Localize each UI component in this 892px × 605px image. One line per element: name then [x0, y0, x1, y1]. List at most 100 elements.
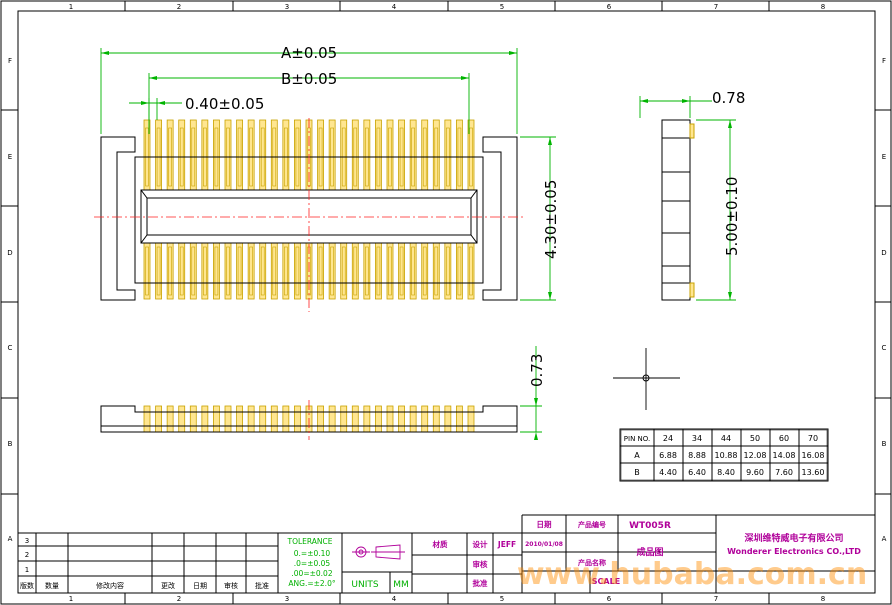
units-value: MM	[393, 580, 409, 590]
pin-dimension-table: PIN NO. 24 34 44 50 60 70 A 6.88 8.88 10…	[619, 428, 829, 482]
contact-pin	[386, 119, 394, 191]
border-top-numbers: 1 2 3 4 5 6 7 8	[69, 3, 825, 11]
contact-pin	[247, 119, 255, 191]
design-label: 设计	[473, 539, 488, 549]
zone-letter: A	[8, 535, 13, 543]
contact-pin	[444, 119, 452, 191]
contact-pin	[398, 242, 405, 300]
contact-pin	[294, 242, 301, 300]
contact-pin-inner	[365, 246, 369, 296]
product-name-value: 成品图	[636, 546, 663, 558]
table-header: 44	[721, 434, 731, 443]
contact-pin	[421, 119, 429, 191]
table-header: 24	[663, 434, 673, 443]
profile-pin	[409, 405, 417, 433]
approve-label: 批准	[473, 578, 488, 588]
contact-pin-inner	[446, 246, 450, 296]
contact-pin	[294, 119, 301, 191]
contact-pin	[224, 119, 232, 191]
table-cell: 8.88	[688, 451, 706, 460]
profile-pin	[351, 405, 359, 433]
zone-number: 4	[392, 595, 397, 603]
contact-pin	[375, 119, 382, 191]
contact-pin	[340, 119, 348, 191]
profile-pin	[224, 405, 232, 433]
title-block: 3 2 1 版数 数量 修改内容 更改 日期 审核 批准 TOLERANCE 0…	[18, 514, 875, 593]
profile-view-connector	[100, 400, 518, 440]
contact-pin-inner	[226, 246, 230, 296]
rev-header: 修改内容	[96, 581, 124, 590]
product-no-value: WT005R	[629, 521, 671, 531]
zone-letter: F	[8, 57, 12, 65]
table-cell: A	[634, 451, 640, 460]
contact-pin	[409, 242, 417, 300]
zone-number: 3	[285, 3, 289, 11]
zone-letter: B	[882, 440, 887, 448]
contact-pin-inner	[179, 246, 184, 296]
contact-pin	[351, 242, 359, 300]
profile-pin	[201, 405, 209, 433]
zone-number: 5	[500, 595, 504, 603]
contact-pin	[386, 242, 394, 300]
contact-pin	[328, 119, 336, 191]
zone-number: 2	[177, 595, 181, 603]
date-value: 2010/01/08	[525, 541, 563, 548]
profile-pin	[178, 405, 186, 433]
profile-pin	[432, 405, 440, 433]
material-label: 材质	[433, 539, 448, 549]
tolerance-line: .0=±0.05	[294, 559, 331, 568]
contact-pin	[178, 119, 186, 191]
contact-pin	[178, 242, 186, 300]
contact-pin	[421, 242, 429, 300]
contact-pin-inner	[353, 246, 358, 296]
dim-side-height-label: 5.00±0.10	[723, 177, 741, 256]
profile-pin	[386, 405, 394, 433]
contact-pin-inner	[341, 246, 346, 296]
profile-pin	[282, 405, 290, 433]
table-header: 34	[692, 434, 702, 443]
contact-pin	[282, 119, 290, 191]
dim-height-label: 4.30±0.05	[542, 180, 560, 259]
zone-letter: D	[7, 249, 12, 257]
product-name-label: 产品名称	[578, 558, 606, 567]
table-header: PIN NO.	[624, 435, 650, 443]
designer-name: JEFF	[497, 540, 516, 549]
dim-side-width-label: 0.78	[712, 89, 745, 107]
contact-pin-inner	[260, 246, 265, 296]
profile-pin	[270, 405, 278, 433]
contact-pin-inner	[156, 246, 161, 296]
contact-pin-inner	[434, 246, 439, 296]
contact-pin-inner	[145, 246, 149, 296]
contact-pin	[201, 242, 209, 300]
table-cell: 6.88	[659, 451, 677, 460]
contact-pin	[363, 242, 371, 300]
profile-pin	[236, 405, 243, 433]
tolerance-title: TOLERANCE	[286, 537, 332, 546]
profile-pin	[340, 405, 348, 433]
profile-pin	[143, 405, 151, 433]
zone-letter: C	[882, 344, 887, 352]
table-cell: 4.40	[659, 468, 677, 477]
zone-number: 6	[607, 3, 612, 11]
contact-pin	[398, 119, 405, 191]
contact-pin-inner	[318, 246, 323, 296]
dim-a-label: A±0.05	[281, 44, 337, 62]
rev-header: 批准	[255, 581, 269, 590]
contact-pin	[409, 119, 417, 191]
watermark-text: www.hubaba.com.cn	[517, 557, 867, 592]
zone-letter: E	[882, 153, 886, 161]
contact-pin	[270, 119, 278, 191]
table-cell: 10.88	[715, 451, 738, 460]
dim-pitch-label: 0.40±0.05	[185, 95, 264, 113]
contact-pin	[317, 242, 324, 300]
table-cell: B	[634, 468, 640, 477]
rev-header: 版数	[20, 581, 34, 590]
contact-pin-inner	[411, 246, 415, 296]
rev-header: 审核	[224, 581, 238, 590]
contact-pin	[143, 242, 151, 300]
zone-number: 1	[69, 3, 73, 11]
rev-header: 更改	[161, 581, 175, 590]
contact-pin	[166, 119, 174, 191]
upper-pin-row	[143, 119, 475, 191]
contact-pin	[213, 242, 220, 300]
